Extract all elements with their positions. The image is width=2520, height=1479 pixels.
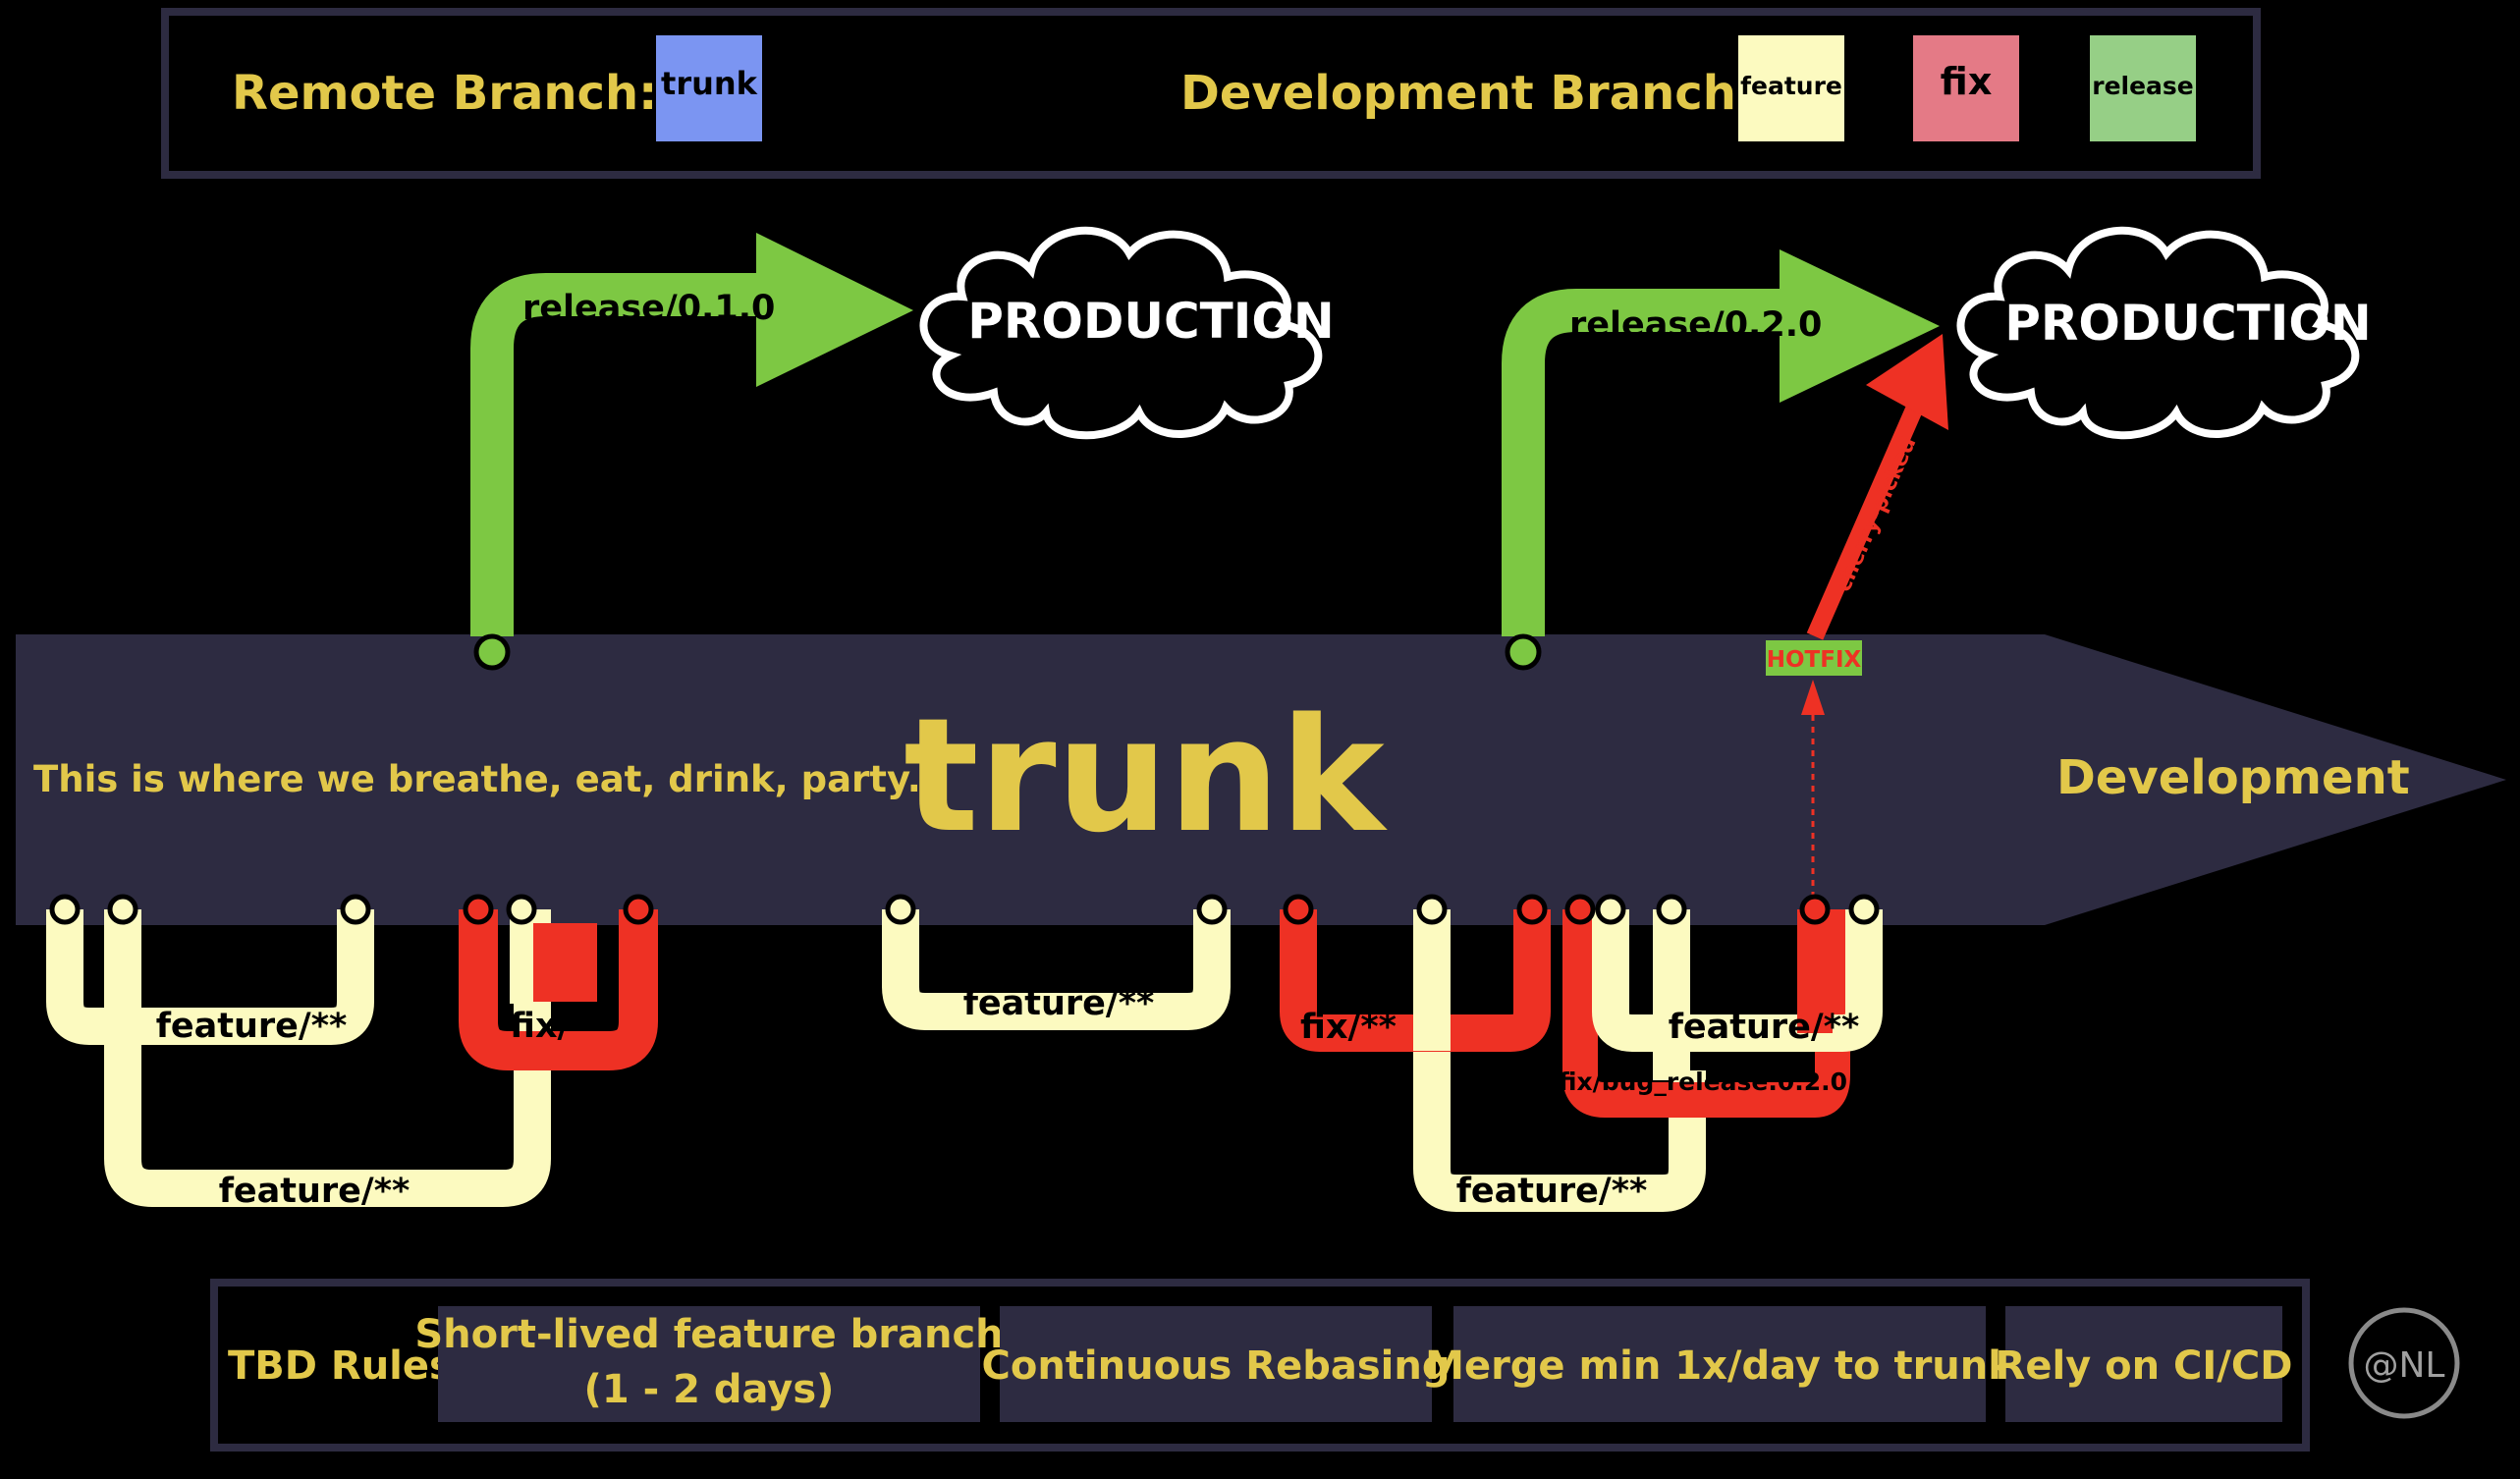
trunk-arrow	[16, 634, 2506, 925]
commit-dot	[506, 894, 537, 925]
legend-dev-label: Development Branch:	[1180, 66, 1755, 121]
branch-group-middle: feature/**	[882, 894, 1231, 1030]
release-1: release/0.1.0	[470, 233, 913, 671]
rule-card-1	[438, 1306, 980, 1422]
production-cloud-1-shape	[919, 226, 1323, 440]
trunk-tagline: This is where we breathe, eat, drink, pa…	[33, 758, 949, 800]
commit-dot	[1516, 894, 1548, 925]
branch-label-feature-2: feature/**	[219, 1172, 411, 1211]
release-2-line	[1502, 289, 1797, 636]
legend-release-label: release	[2092, 72, 2194, 100]
rule-2-text: Continuous Rebasing	[982, 1343, 1451, 1389]
rule-4-text: Rely on CI/CD	[1996, 1343, 2293, 1389]
release-1-label: release/0.1.0	[522, 289, 775, 328]
hotfix-badge	[1766, 640, 1862, 676]
legend: Remote Branch: trunk Development Branch:…	[161, 8, 2261, 179]
branch-feature-outer-right	[1413, 909, 1706, 1212]
branch-group-left: feature/** feature/** fix/**	[46, 894, 658, 1211]
commit-dot	[885, 894, 916, 925]
trunk-title: trunk	[904, 684, 1388, 867]
branch-label-feature-3: feature/**	[963, 984, 1155, 1023]
branch-feature-outer-left	[104, 909, 551, 1207]
production-cloud-1: PRODUCTION	[919, 226, 1335, 440]
branch-label-fix-2: fix/**	[1300, 1008, 1397, 1047]
legend-feature-label: feature	[1740, 72, 1842, 100]
commit-dot	[1416, 894, 1448, 925]
release-1-commit-dot	[473, 633, 511, 671]
cherry-pick-arrowhead	[1866, 334, 1948, 430]
production-2-label: PRODUCTION	[2004, 295, 2372, 352]
rule-card-4	[2005, 1306, 2282, 1422]
release-2-arrowhead	[1780, 249, 1940, 403]
commit-dot	[1196, 894, 1228, 925]
release-2-commit-dot	[1505, 633, 1542, 671]
rule-1-line1: Short-lived feature branch	[414, 1312, 1003, 1357]
legend-remote-label: Remote Branch:	[232, 66, 657, 121]
rules-heading: TBD Rules:	[228, 1343, 468, 1389]
commit-dot	[1799, 894, 1831, 925]
commit-dot	[49, 894, 81, 925]
legend-fix-label: fix	[1941, 60, 1993, 103]
branch-label-feature-4: feature/**	[1669, 1008, 1860, 1047]
branch-fix-left	[459, 909, 658, 1070]
branch-feature-middle	[882, 909, 1231, 1030]
legend-feature-swatch	[1738, 35, 1844, 141]
rule-card-3	[1453, 1306, 1986, 1422]
branch-group-right: fix/** feature/** fix/bug_release.0.2.0 …	[1280, 894, 1883, 1212]
production-cloud-2: PRODUCTION	[1956, 226, 2372, 440]
branch-label-feature-1: feature/**	[156, 1007, 348, 1046]
production-cloud-2-shape	[1956, 226, 2360, 440]
legend-trunk-swatch	[656, 35, 762, 141]
commit-dot	[1656, 894, 1687, 925]
commit-dot	[1848, 894, 1880, 925]
release-2-label: release/0.2.0	[1569, 305, 1822, 345]
hotfix-label: HOTFIX	[1767, 647, 1862, 673]
legend-release-swatch	[2090, 35, 2196, 141]
author-badge: @NL	[2348, 1307, 2460, 1419]
branch-label-fix-1: fix/**	[510, 1007, 606, 1046]
hotfix-small-arrowhead	[1801, 680, 1825, 715]
release-2: release/0.2.0	[1502, 249, 1940, 671]
commit-dot	[107, 894, 138, 925]
rule-3-text: Merge min 1x/day to trunk	[1425, 1343, 2015, 1389]
production-1-label: PRODUCTION	[967, 293, 1335, 350]
trunk-direction-label: Development	[2056, 750, 2410, 805]
branch-label-feature-5: feature/**	[1456, 1172, 1648, 1211]
commit-dot	[623, 894, 654, 925]
commit-dot	[1564, 894, 1596, 925]
rules-panel: TBD Rules: Short-lived feature branch (1…	[210, 1279, 2310, 1452]
release-1-arrowhead	[756, 233, 913, 387]
commit-dot	[463, 894, 494, 925]
branch-fix-left-fill	[521, 923, 597, 1002]
commit-dot	[1595, 894, 1626, 925]
branch-label-fix-bug-release: fix/bug_release.0.2.0	[1559, 1068, 1847, 1096]
author-badge-label: @NL	[2364, 1345, 2445, 1386]
rule-card-2	[1000, 1306, 1432, 1422]
branch-feature-inner-right	[1592, 909, 1883, 1052]
legend-frame	[161, 8, 2261, 179]
branch-feature-inner-left	[46, 909, 374, 1045]
legend-trunk-label: trunk	[661, 65, 758, 102]
rule-1-line2: (1 - 2 days)	[584, 1367, 835, 1412]
release-1-line	[470, 273, 776, 636]
commit-dot	[340, 894, 371, 925]
cherry-pick-arrow-line	[1806, 399, 1926, 640]
commit-dot	[1283, 894, 1314, 925]
legend-fix-swatch	[1913, 35, 2019, 141]
author-badge-ring	[2348, 1307, 2460, 1419]
cherry-pick-label: cherry-picked	[1832, 433, 1922, 595]
